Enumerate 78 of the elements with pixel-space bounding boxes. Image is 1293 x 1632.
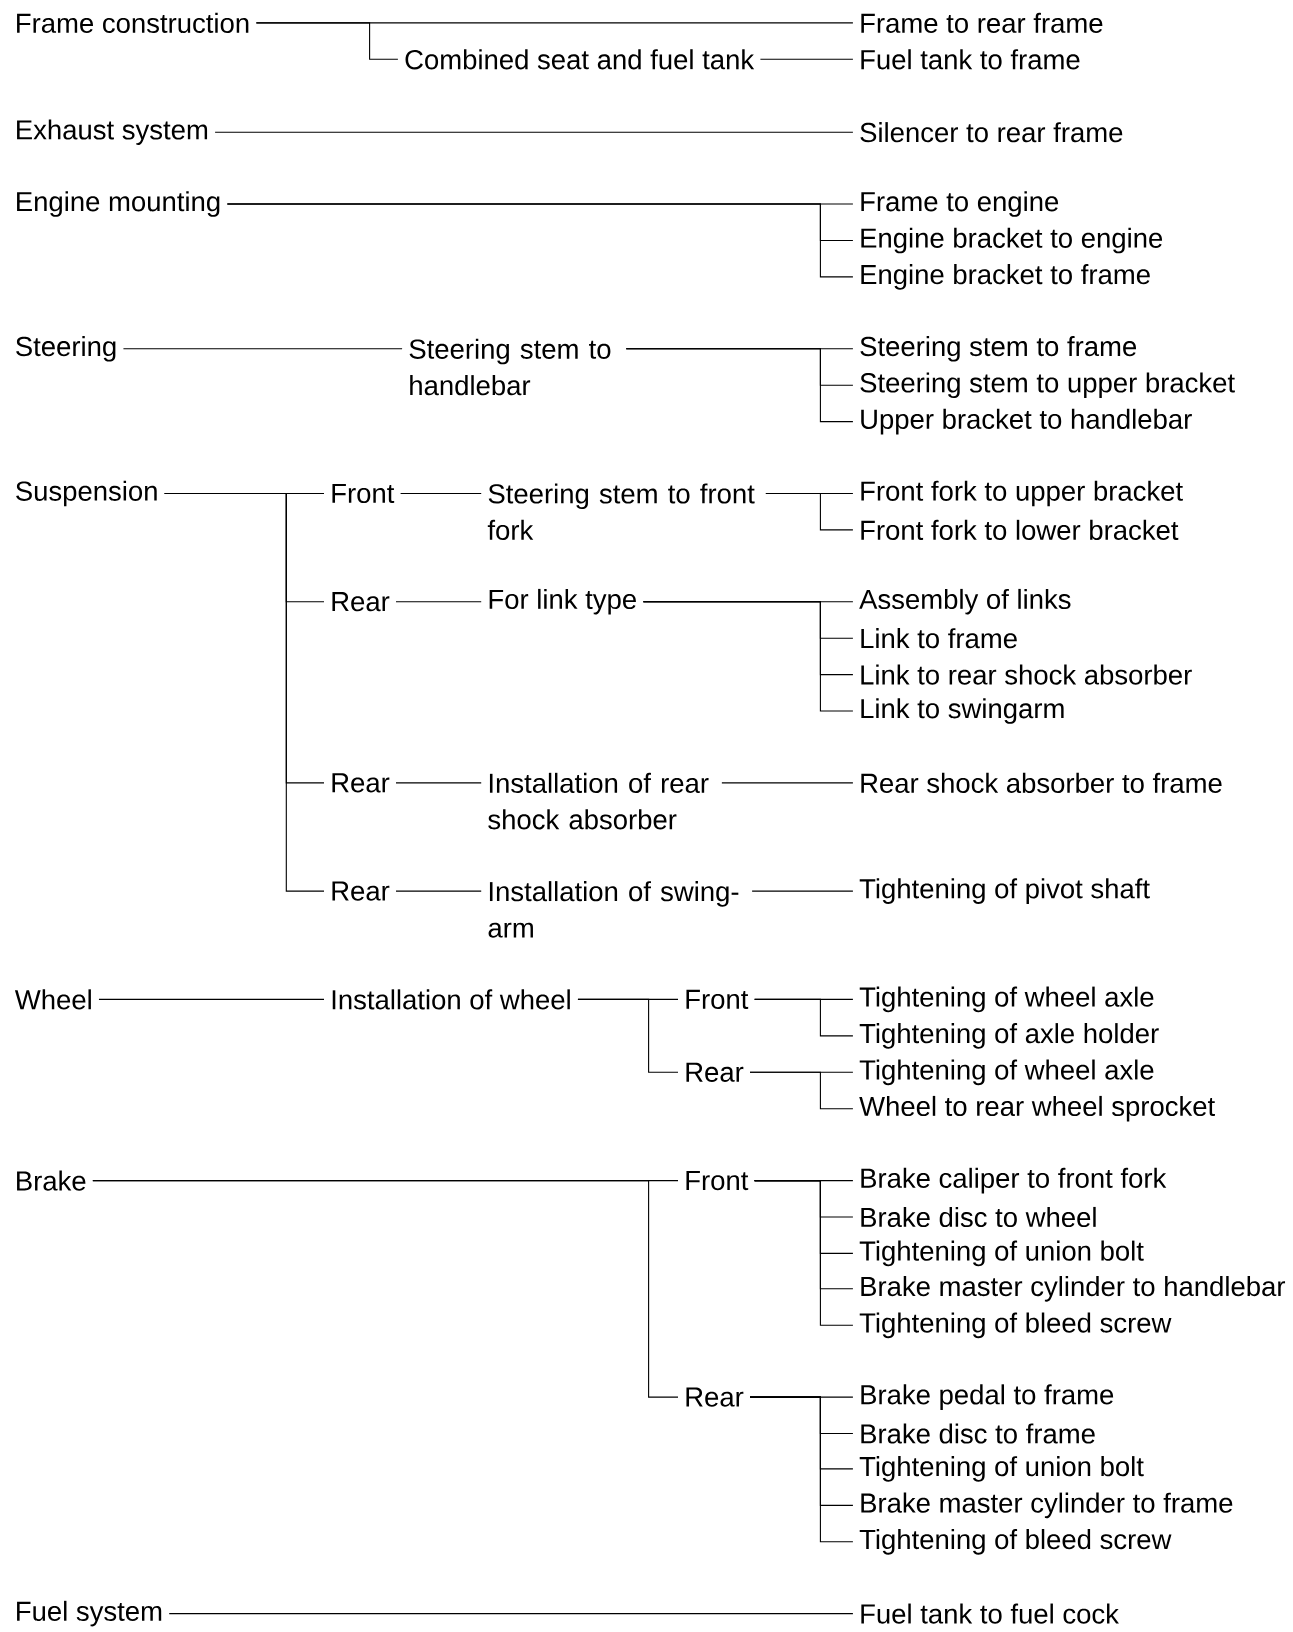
tree-label: Link to swingarm [861,698,1064,724]
tree-label: Front [686,989,749,1009]
connector-line [164,492,325,892]
connector-line [92,1180,679,1398]
tree-label: Brake pedal to frame [861,1384,1114,1410]
tree-label: Rear [332,773,390,793]
tree-label: Assembly of links [859,588,1071,615]
connector-line [577,998,679,1073]
tree-label: Rear [686,1062,744,1082]
connector-line [754,998,854,1037]
tree-label: Steering stem to handlebar [409,338,611,396]
tree-label: Link to rear shock absorber [861,664,1192,685]
tree-label: Exhaust system [17,119,208,145]
tree-label: Rear [332,881,390,901]
connector-line [395,890,482,892]
tree-label: Engine mounting [17,191,220,217]
tree-label: Wheel to rear wheel sprocket [859,1095,1215,1122]
connector-line [721,782,854,784]
tree-label: Suspension [16,480,157,507]
tree-label: Frame construction [17,12,249,33]
tree-label: Tightening of bleed screw [859,1312,1172,1339]
connector-line [642,601,854,712]
connector-line [395,601,482,603]
tree-label: Steering stem to frame [860,336,1136,362]
tree-label: Frame to rear frame [861,12,1103,33]
connector-line [749,1071,854,1110]
tree-label: Tightening of pivot shaft [859,878,1150,904]
connector-line [98,998,325,1000]
tree-label: Fuel tank to fuel cock [861,1603,1119,1624]
tree-label: Installation of swing-arm [488,881,739,938]
tree-label: Fuel system [17,1600,162,1627]
tree-label: Tightening of bleed screw [859,1529,1172,1555]
tree-label: Engine bracket to frame [861,264,1150,290]
tree-label: Front fork to lower bracket [861,519,1179,540]
tree-label: Wheel [14,989,91,1010]
connector-line [122,348,403,350]
tree-label: Frame to engine [861,191,1059,217]
tree-label: Engine bracket to engine [861,227,1163,254]
connector-line [765,492,854,531]
tree-label: Front fork to upper bracket [861,480,1183,507]
tree-label: Front [686,1171,749,1191]
tree-label: Brake caliper to front fork [861,1167,1167,1194]
tree-label: Tightening of wheel axle [859,986,1154,1013]
tree-label: Silencer to rear frame [860,122,1123,143]
connector-line [751,890,854,892]
tree-label: Brake [17,1170,86,1191]
tree-label: Fuel tank to frame [861,49,1080,70]
tree-label: Upper bracket to handlebar [861,408,1192,435]
connector-line [754,1180,854,1326]
tree-label: Rear [332,592,390,612]
tree-label: Link to frame [861,628,1017,649]
tree-label: Rear shock absorber to frame [861,772,1222,793]
tree-label: Front [332,483,395,504]
tree-label: Installation of wheel [332,989,570,1010]
tree-label: Brake disc to frame [861,1423,1095,1444]
tree-label: Rear [686,1387,744,1407]
tree-label: Tightening of union bolt [859,1240,1144,1267]
tree-label: Tightening of axle holder [859,1023,1159,1049]
tree-label: Steering stem to upper bracket [860,372,1235,398]
connector-line [395,782,482,784]
connector-line [749,1396,854,1543]
connector-line [625,348,854,423]
tree-label: Combined seat and fuel tank [405,49,755,70]
connector-line [168,1613,854,1615]
tree-label: Steering [16,336,116,362]
tree-label: Installation of rear shock absorber [488,772,709,830]
connector-line [214,131,854,133]
tree-label: Brake master cylinder to handlebar [861,1276,1286,1302]
connector-line [400,492,482,495]
tree-label: Tightening of union bolt [859,1456,1144,1482]
tree-label: Brake master cylinder to frame [861,1492,1233,1519]
connector-line [226,203,854,278]
connector-line [759,58,854,60]
tree-label: Steering stem to front fork [487,483,755,540]
connector-line [255,22,399,60]
tree-label: For link type [489,588,636,615]
tree-label: Tightening of wheel axle [859,1059,1154,1086]
tree-label: Brake disc to wheel [861,1206,1096,1228]
